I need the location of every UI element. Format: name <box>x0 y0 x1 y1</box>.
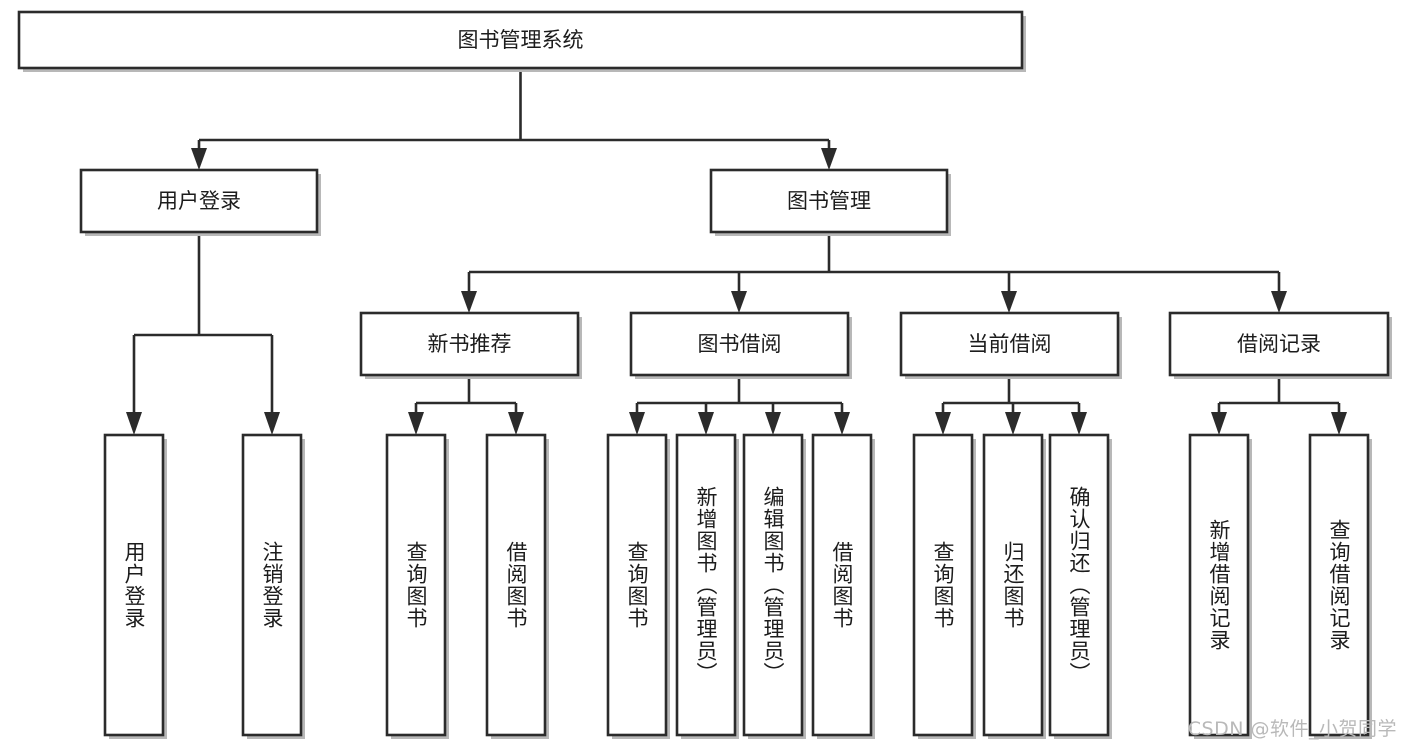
node-current-borrowing[interactable] <box>899 311 1122 379</box>
node-book-borrowing[interactable] <box>629 311 852 379</box>
node-label-new-book-recommendation: 新书推荐 <box>428 332 512 356</box>
connector-user-login-to-leaves <box>126 232 280 435</box>
leaf-node-boxes[interactable] <box>103 433 1372 739</box>
node-borrowing-record[interactable] <box>1168 311 1392 379</box>
node-label-current-borrowing: 当前借阅 <box>968 332 1052 356</box>
connector-new-book-rec-to-leaves <box>408 375 524 435</box>
node-root[interactable] <box>17 10 1026 72</box>
node-new-book-recommendation[interactable] <box>359 311 582 379</box>
watermark-text: CSDN @软件_小贺同学 <box>1187 718 1397 740</box>
connector-root-to-level2 <box>191 68 837 170</box>
node-label-borrowing-record: 借阅记录 <box>1237 332 1321 356</box>
node-label-book-management: 图书管理 <box>787 189 871 213</box>
connector-book-borrow-to-leaves <box>629 375 850 435</box>
node-label-book-borrowing: 图书借阅 <box>698 332 782 356</box>
connector-current-borrow-to-leaves <box>935 375 1087 435</box>
node-user-login[interactable] <box>79 168 321 236</box>
node-label-root: 图书管理系统 <box>458 28 584 52</box>
node-label-user-login: 用户登录 <box>157 189 241 213</box>
connector-book-mgmt-to-level3 <box>461 232 1287 313</box>
node-book-management[interactable] <box>709 168 951 236</box>
connector-borrow-record-to-leaves <box>1211 375 1347 435</box>
